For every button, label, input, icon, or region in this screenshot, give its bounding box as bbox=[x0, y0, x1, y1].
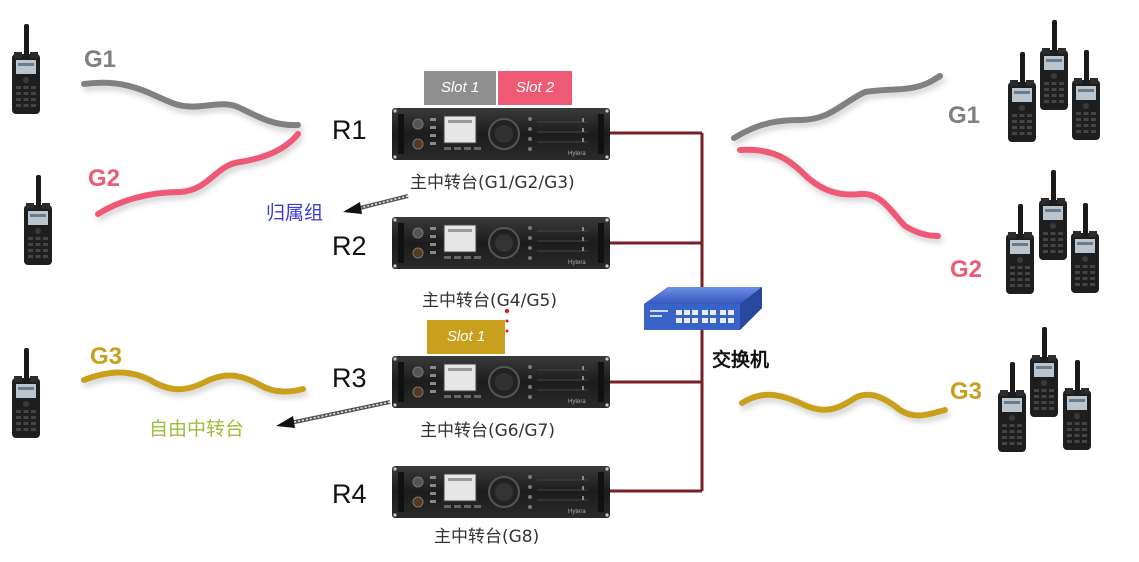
repeater-r2-icon bbox=[391, 216, 611, 270]
home-group-annotation: 归属组 bbox=[266, 202, 324, 224]
left-group-label-g3: G3 bbox=[90, 343, 123, 370]
radio-icon bbox=[1071, 203, 1099, 293]
wave-right-g1 bbox=[731, 73, 943, 141]
dot-marker bbox=[504, 308, 510, 333]
radio-cluster-right-g3 bbox=[998, 327, 1091, 452]
slot-tag-r1-slot2: Slot 2 bbox=[498, 71, 572, 105]
free-repeater-annotation: 自由中转台 bbox=[149, 418, 245, 440]
right-group-label-g3: G3 bbox=[950, 378, 983, 405]
radio-icon bbox=[998, 362, 1026, 452]
radio-icon bbox=[1008, 52, 1036, 142]
radio-icon-left-g1 bbox=[12, 24, 40, 114]
repeater-id-r1: R1 bbox=[332, 115, 367, 145]
wave-right-g2 bbox=[737, 146, 941, 239]
wave-left-g3 bbox=[81, 369, 306, 395]
slot-tag-r3-slot1: Slot 1 bbox=[427, 320, 505, 354]
slot-tag-r1-slot1: Slot 1 bbox=[424, 71, 496, 105]
wave-right-g3 bbox=[739, 391, 948, 419]
radio-cluster-right-g1 bbox=[1008, 20, 1100, 142]
repeater-id-r4: R4 bbox=[332, 479, 367, 509]
radio-cluster-right-g2 bbox=[1006, 170, 1099, 294]
switch-label: 交换机 bbox=[712, 349, 770, 371]
left-group-label-g1: G1 bbox=[84, 46, 117, 73]
arrow-free-repeater bbox=[276, 400, 391, 428]
right-group-label-g2: G2 bbox=[950, 256, 983, 283]
arrow-home-group bbox=[343, 194, 409, 214]
radio-icon-left-g2 bbox=[24, 175, 52, 265]
repeater-caption-r1: 主中转台(G1/G2/G3) bbox=[410, 173, 575, 193]
repeater-r4-icon bbox=[391, 465, 611, 519]
wave-left-g2 bbox=[95, 131, 301, 217]
radio-icon bbox=[1039, 170, 1067, 260]
radio-icon bbox=[1030, 327, 1058, 417]
repeater-caption-r4: 主中转台(G8) bbox=[434, 527, 540, 547]
right-group-label-g1: G1 bbox=[948, 102, 981, 129]
left-group-label-g2: G2 bbox=[88, 165, 121, 192]
repeater-caption-r3: 主中转台(G6/G7) bbox=[420, 421, 555, 441]
radio-icon bbox=[1040, 20, 1068, 110]
repeater-caption-r2: 主中转台(G4/G5) bbox=[422, 291, 557, 311]
wave-left-g1 bbox=[81, 79, 301, 129]
radio-icon bbox=[1072, 50, 1100, 140]
repeater-id-r2: R2 bbox=[332, 231, 367, 261]
radio-icon bbox=[1006, 204, 1034, 294]
switch-icon bbox=[644, 287, 762, 330]
radio-icon-left-g3 bbox=[12, 348, 40, 438]
repeater-r3-icon bbox=[391, 355, 611, 409]
repeater-r1-icon bbox=[391, 107, 611, 161]
repeater-id-r3: R3 bbox=[332, 363, 367, 393]
radio-icon bbox=[1063, 360, 1091, 450]
